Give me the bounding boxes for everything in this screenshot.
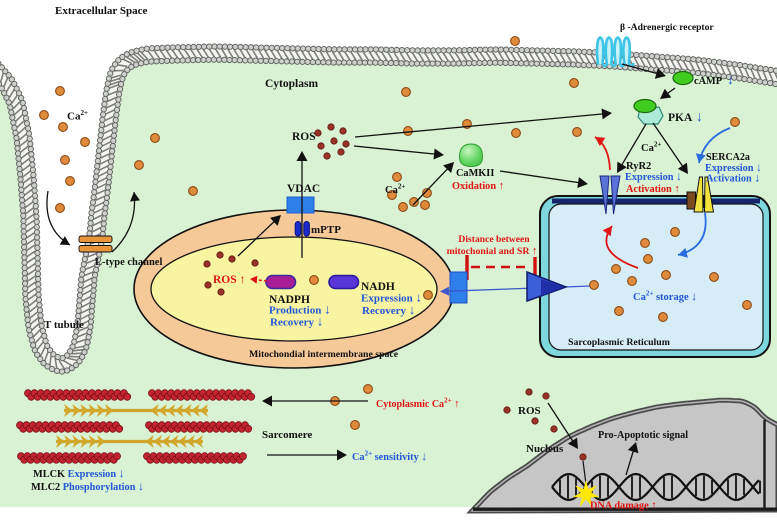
svg-text:L-type channel: L-type channel: [95, 257, 162, 268]
svg-text:Nucleus: Nucleus: [526, 443, 564, 455]
svg-text:MLCK Expression ↓: MLCK Expression ↓: [33, 466, 125, 480]
svg-text:Sarcoplasmic Reticulum: Sarcoplasmic Reticulum: [568, 337, 670, 348]
svg-text:PKA: PKA: [668, 112, 693, 124]
svg-text:Cytoplasm: Cytoplasm: [265, 78, 318, 90]
svg-text:Recovery ↓: Recovery ↓: [362, 302, 415, 317]
svg-text:RyR2: RyR2: [626, 161, 651, 172]
svg-text:Distance between: Distance between: [458, 234, 530, 245]
svg-text:SERCA2a: SERCA2a: [706, 152, 750, 163]
svg-text:DNA damage ↑: DNA damage ↑: [590, 500, 657, 512]
svg-text:Recovery ↓: Recovery ↓: [270, 314, 323, 329]
svg-text:mitochonial and SR ↑: mitochonial and SR ↑: [447, 245, 538, 257]
svg-text:Oxidation ↑: Oxidation ↑: [452, 180, 504, 192]
svg-text:Activation ↑: Activation ↑: [626, 183, 680, 195]
svg-text:Production ↓: Production ↓: [269, 302, 331, 317]
svg-text:VDAC: VDAC: [287, 183, 320, 195]
svg-text:↓: ↓: [696, 110, 703, 125]
svg-text:cAMP: cAMP: [694, 76, 722, 87]
svg-text:T tubule: T tubule: [44, 319, 84, 331]
svg-text:Pro-Apoptotic signal: Pro-Apoptotic signal: [598, 430, 688, 441]
svg-text:NADH: NADH: [361, 281, 395, 293]
svg-text:Expression ↓: Expression ↓: [705, 160, 762, 174]
svg-text:β -Adrenergic receptor: β -Adrenergic receptor: [620, 22, 714, 33]
svg-text:Ca2+ storage ↓: Ca2+ storage ↓: [633, 289, 697, 303]
svg-text:Ca2+ sensitivity ↓: Ca2+ sensitivity ↓: [352, 449, 427, 463]
svg-text:ROS ↑: ROS ↑: [213, 272, 246, 286]
svg-text:↓: ↓: [727, 73, 734, 88]
svg-text:NADPH: NADPH: [269, 294, 310, 306]
svg-text:CaMKII: CaMKII: [456, 168, 494, 179]
svg-text:Mitochondial intermembrane spa: Mitochondial intermembrane space: [249, 349, 399, 360]
svg-text:Cytoplasmic Ca2+ ↑: Cytoplasmic Ca2+ ↑: [376, 397, 460, 411]
svg-text:mPTP: mPTP: [311, 224, 341, 236]
svg-text:Expression ↓: Expression ↓: [361, 290, 422, 305]
svg-text:MLC2 Phosphorylation ↓: MLC2 Phosphorylation ↓: [31, 479, 144, 493]
svg-text:Extracellular Space: Extracellular Space: [55, 5, 147, 17]
svg-text:Expression ↓: Expression ↓: [625, 169, 682, 183]
svg-text:ROS: ROS: [292, 131, 316, 143]
svg-text:Sarcomere: Sarcomere: [262, 429, 312, 441]
svg-text:Activation ↓: Activation ↓: [706, 171, 760, 185]
svg-text:ROS: ROS: [518, 405, 541, 417]
